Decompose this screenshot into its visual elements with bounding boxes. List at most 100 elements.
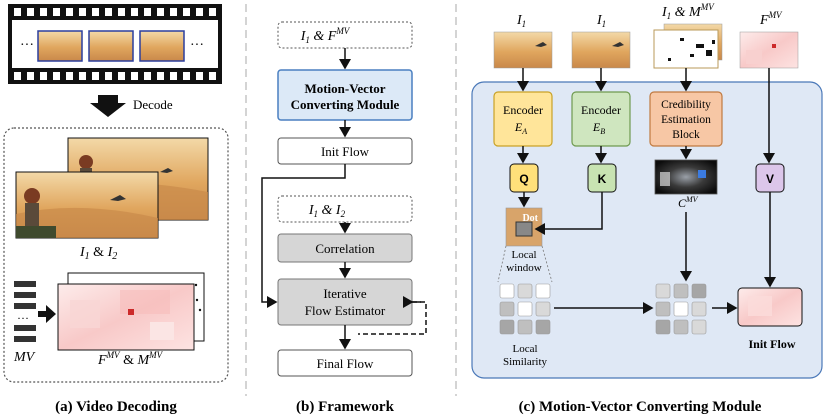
similarity-cell [499,283,515,299]
cred-line1: Credibility [661,99,711,111]
init-flow-label: Init Flow [321,144,370,159]
top-label-i1: I1 [516,13,526,29]
film-hole [157,72,164,80]
similarity-cell [499,301,515,317]
iter-line1: Iterative [323,286,367,301]
iteration-loop-arrow [358,301,427,335]
weighted-cell [655,319,671,335]
film-hole [209,72,216,80]
caption-a: (a) Video Decoding [55,399,177,415]
top-image-i1-b [571,31,631,69]
film-hole [131,72,138,80]
similarity-cell [535,319,551,335]
similarity-cell [499,319,515,335]
film-strip: ··· ··· [8,4,222,84]
film-hole [53,8,60,16]
k-label: K [598,172,607,186]
decoded-frame-front [15,171,159,239]
caption-b: (b) Framework [296,399,395,415]
film-hole [40,8,47,16]
film-hole [66,72,73,80]
mv-arrow-icon [38,305,56,323]
film-hole [144,8,151,16]
decode-arrow-icon [90,95,126,117]
caption-c: (c) Motion-Vector Converting Module [519,399,762,415]
dot-label: Dot [522,213,538,224]
input-i1-i2-label: I1 & I2 [308,203,346,219]
weighted-cell [691,301,707,317]
strip-frame-1 [37,30,83,62]
weighted-cell [691,319,707,335]
film-hole [118,8,125,16]
film-hole [144,72,151,80]
init-flow-output [737,287,803,327]
mv-stack-icon [14,281,36,342]
panel-c-mvcm: I1 I1 I1 & MMV FMV [471,2,823,415]
mv-label: MV [13,350,36,365]
strip-dots-right: ··· [190,38,204,53]
similarity-cell [535,283,551,299]
film-hole [92,8,99,16]
local-window-line2: window [506,262,542,274]
final-flow-label: Final Flow [317,356,374,371]
film-hole [105,72,112,80]
encoder-b-line1: Encoder [581,103,621,117]
film-hole [27,8,34,16]
film-hole [40,72,47,80]
frames-label: I1 & I2 [79,245,117,262]
mv-dots: ··· [17,311,29,325]
v-label: V [766,172,774,186]
film-hole [131,8,138,16]
decode-label: Decode [133,97,173,112]
encoder-b-line2: EB [592,120,605,136]
encoder-b-box [571,91,631,147]
panel-b-framework: I1 & FMV Motion-Vector Converting Module… [261,21,427,415]
weighted-cell [655,301,671,317]
local-similarity-grid [499,283,551,335]
top-label-i1-mmv: I1 & MMV [661,2,715,21]
film-hole [196,8,203,16]
weighted-cell [673,301,689,317]
top-label-fmv: FMV [759,10,783,28]
film-hole [14,72,21,80]
weighted-cell [673,319,689,335]
local-window-line1: Local [511,249,536,261]
input-i1-fmv-box [277,21,413,49]
film-hole [170,8,177,16]
film-hole [79,8,86,16]
credibility-map [654,159,718,195]
q-label: Q [519,172,528,186]
film-hole [183,72,190,80]
input-i1-fmv-label: I1 & FMV [300,26,351,45]
film-strip-holes [14,8,216,80]
encoder-a-box [493,91,553,147]
similarity-cell [517,283,533,299]
film-hole [79,72,86,80]
film-hole [183,8,190,16]
mvcm-line2: Converting Module [291,97,400,112]
init-flow-output-label: Init Flow [748,337,795,351]
strip-frame-2 [88,30,134,62]
init-flow-to-estimator-arrow [261,164,346,308]
strip-dots-left: ··· [20,38,34,53]
film-hole [27,72,34,80]
top-image-fmv [739,31,799,69]
cred-line3: Block [672,129,700,141]
k-to-window-arrow [534,192,603,235]
similarity-cell [517,301,533,317]
top-image-i1 [493,31,553,69]
input-i1-i2-box [277,195,413,223]
film-hole [92,72,99,80]
film-hole [53,72,60,80]
weighted-cell [691,283,707,299]
weighted-cell [655,283,671,299]
local-similarity-line2: Similarity [503,356,548,368]
encoder-a-line2: EA [514,120,527,136]
cmv-label: CMV [678,195,699,210]
local-similarity-line1: Local [512,343,537,355]
film-hole [105,8,112,16]
film-hole [196,72,203,80]
similarity-cell [535,301,551,317]
encoder-a-line1: Encoder [503,103,543,117]
